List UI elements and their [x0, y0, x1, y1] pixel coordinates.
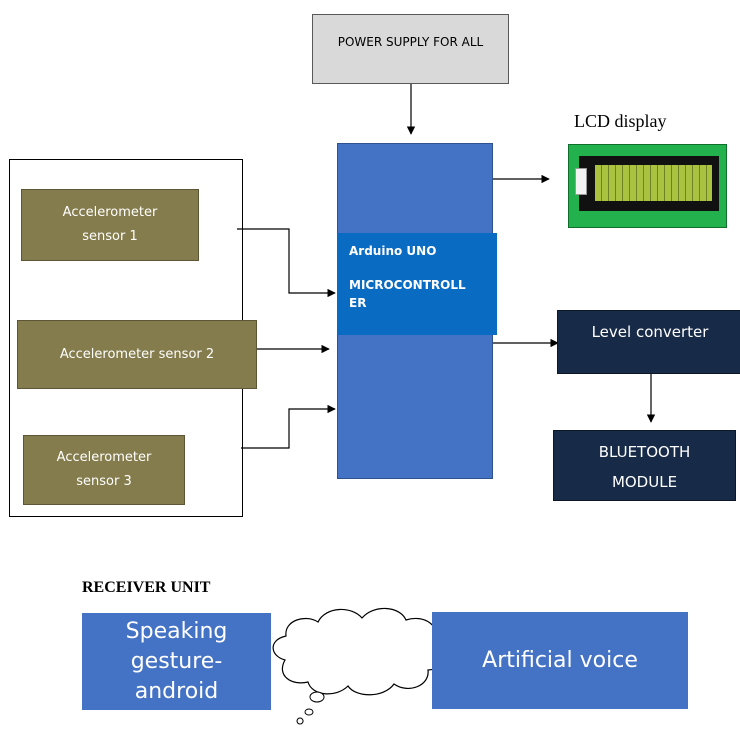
thought-bubble-medium	[304, 708, 314, 716]
arduino-name: Arduino UNO	[349, 244, 437, 258]
accelerometer-sensor-2: Accelerometer sensor 2	[17, 320, 257, 389]
receiver-unit-title: RECEIVER UNIT	[82, 579, 211, 596]
arrow-sensor1-to-arduino	[237, 228, 336, 298]
power-supply-label: POWER SUPPLY FOR ALL	[337, 35, 484, 49]
power-supply-box: POWER SUPPLY FOR ALL	[312, 14, 509, 84]
speaking-line1: Speaking	[125, 618, 228, 644]
sensor-2-label: Accelerometer sensor 2	[59, 346, 215, 362]
arduino-type-line1: MICROCONTROLL	[349, 278, 466, 292]
accelerometer-sensor-1: Accelerometer sensor 1	[21, 189, 199, 261]
bluetooth-line2: MODULE	[611, 473, 678, 491]
bluetooth-module-box: BLUETOOTH MODULE	[553, 430, 736, 501]
sensor-3-line1: Accelerometer	[56, 450, 152, 465]
arduino-label-box: Arduino UNO MICROCONTROLL ER	[337, 233, 497, 335]
sensor-1-line1: Accelerometer	[62, 205, 158, 220]
artificial-voice-box: Artificial voice	[432, 612, 688, 709]
sensor-1-line2: sensor 1	[82, 229, 138, 244]
lcd-title: LCD display	[574, 111, 667, 131]
sensor-3-line2: sensor 3	[76, 474, 132, 489]
level-converter-label: Level converter	[591, 323, 709, 341]
arduino-type-line2: ER	[349, 296, 367, 310]
lcd-screen	[595, 165, 712, 201]
arrow-sensor3-to-arduino	[241, 404, 336, 449]
thought-bubble-small	[296, 717, 304, 725]
thought-cloud	[272, 607, 445, 696]
speaking-line3: android	[134, 678, 219, 704]
thought-bubble-large	[309, 691, 325, 703]
accelerometer-sensor-3: Accelerometer sensor 3	[23, 435, 185, 505]
level-converter-box: Level converter	[557, 310, 740, 374]
speaking-line2: gesture-	[130, 648, 223, 674]
speaking-gesture-box: Speaking gesture- android	[82, 613, 271, 710]
bluetooth-line1: BLUETOOTH	[598, 443, 691, 461]
artificial-voice-label: Artificial voice	[482, 648, 638, 673]
lcd-connector	[575, 168, 587, 195]
